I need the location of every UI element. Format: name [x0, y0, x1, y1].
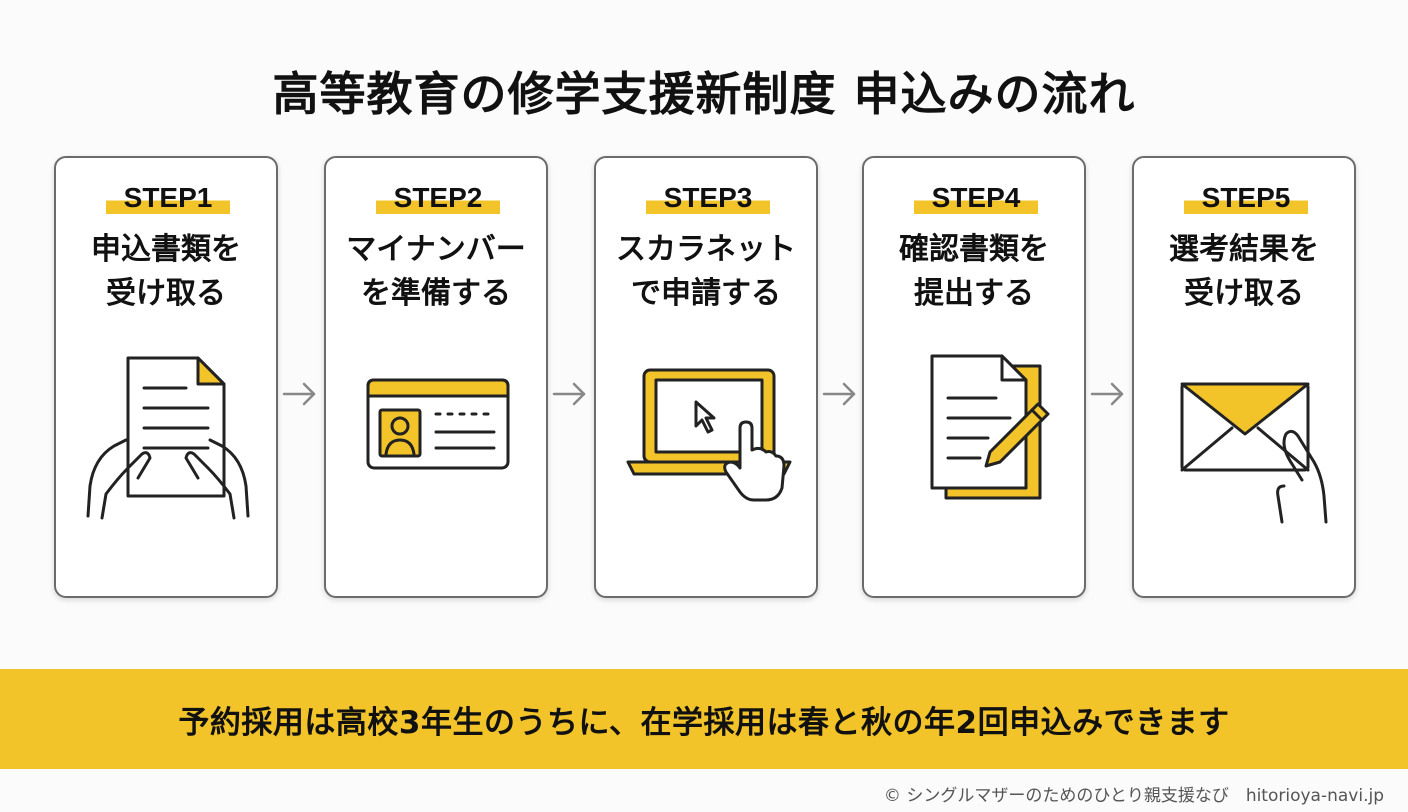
- step-label-line1: 選考結果を: [1169, 232, 1319, 267]
- page-title: 高等教育の修学支援新制度 申込みの流れ: [272, 67, 1136, 121]
- step-badge: STEP3: [646, 182, 770, 214]
- step-label-line2: で申請する: [631, 276, 781, 311]
- step-label-line1: マイナンバー: [346, 232, 526, 267]
- envelope-in-hand-icon: [1180, 382, 1328, 524]
- step-badge: STEP2: [376, 182, 500, 214]
- steps-flow: STEP1 申込書類を 受け取る STEP2: [54, 156, 1358, 600]
- arrow-right-icon: [552, 382, 586, 406]
- step-badge: STEP5: [1184, 182, 1308, 214]
- step-card-5: STEP5 選考結果を 受け取る: [1132, 156, 1356, 598]
- info-banner: 予約採用は高校3年生のうちに、在学採用は春と秋の年2回申込みできます: [0, 669, 1408, 769]
- step-label: スカラネット で申請する: [596, 228, 816, 316]
- arrow-right-icon: [822, 382, 856, 406]
- step-label-line2: 受け取る: [106, 276, 226, 311]
- arrow-right-icon: [282, 382, 316, 406]
- step-label-line1: 申込書類を: [91, 232, 241, 267]
- step-card-2: STEP2 マイナンバー を準備する: [324, 156, 548, 598]
- step-label: マイナンバー を準備する: [326, 228, 546, 316]
- arrow-right-icon: [1090, 382, 1124, 406]
- step-card-3: STEP3 スカラネット で申請する: [594, 156, 818, 598]
- document-in-hands-icon: [86, 356, 250, 520]
- step-badge: STEP1: [106, 182, 230, 214]
- step-label-line2: を準備する: [361, 276, 511, 311]
- step-label-line2: 提出する: [914, 276, 1034, 311]
- step-card-1: STEP1 申込書類を 受け取る: [54, 156, 278, 598]
- step-label: 確認書類を 提出する: [864, 228, 1084, 316]
- step-label-line1: スカラネット: [616, 232, 796, 267]
- laptop-click-icon: [626, 368, 792, 502]
- step-badge: STEP4: [914, 182, 1038, 214]
- step-label-line1: 確認書類を: [899, 232, 1049, 267]
- step-label: 申込書類を 受け取る: [56, 228, 276, 316]
- step-label-line2: 受け取る: [1184, 276, 1304, 311]
- credit-text: © シングルマザーのためのひとり親支援なび hitorioya-navi.jp: [883, 786, 1384, 806]
- step-label: 選考結果を 受け取る: [1134, 228, 1354, 316]
- document-pencil-icon: [930, 354, 1050, 500]
- id-card-icon: [366, 378, 510, 470]
- step-card-4: STEP4 確認書類を 提出する: [862, 156, 1086, 598]
